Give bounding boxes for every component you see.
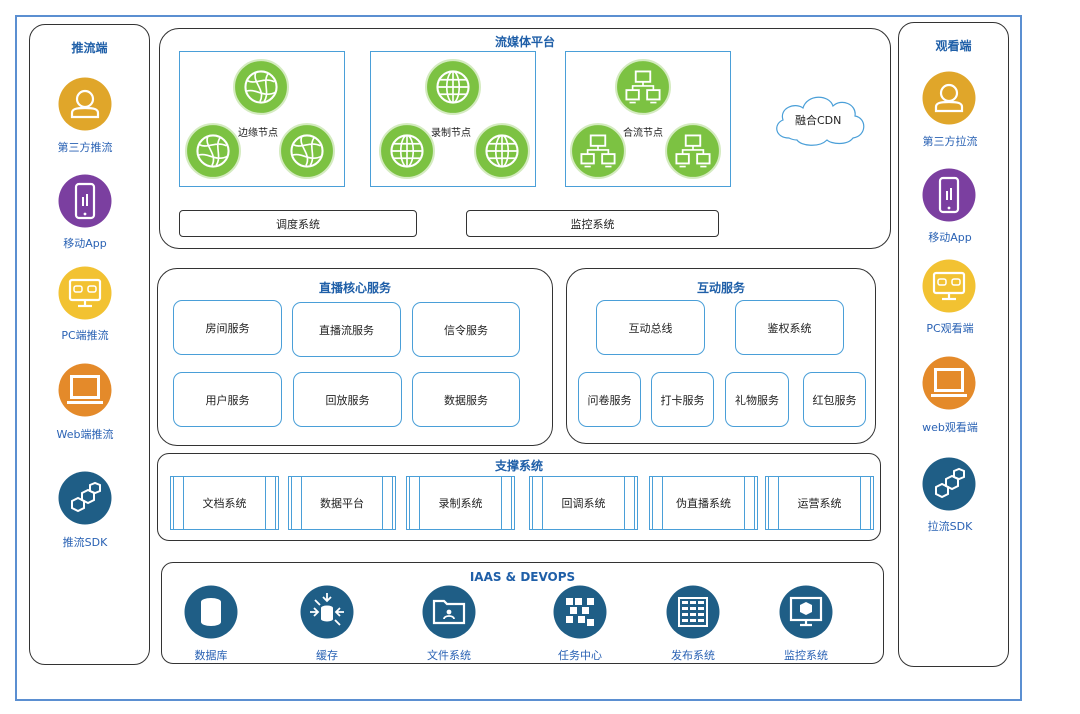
sdk-cubes-icon (922, 457, 976, 511)
cdn-cloud-icon (776, 96, 865, 146)
merge-node-label: 合流节点 (623, 128, 663, 139)
push-item-label: PC端推流 (61, 329, 109, 342)
monitor-icon (779, 585, 833, 639)
media-platform-title: 流媒体平台 (494, 35, 555, 49)
record-node-label: 录制节点 (431, 128, 471, 139)
iaas-item-label: 缓存 (316, 649, 338, 662)
pseudo-live-system-box: 伪直播系统 (649, 476, 758, 530)
view-side-title: 观看端 (935, 39, 972, 53)
checkin-service-box: 打卡服务 (651, 372, 714, 427)
iaas-item-label: 文件系统 (427, 649, 471, 662)
gift-service-box: 礼物服务 (725, 372, 789, 427)
view-item-label: 拉流SDK (927, 520, 973, 533)
view-item-label: 移动App (928, 231, 972, 244)
user-service-box: 用户服务 (173, 372, 282, 427)
cdn-label: 融合CDN (795, 114, 842, 127)
grid-globe-icon (379, 123, 435, 179)
edge-globe-icon (279, 123, 335, 179)
iaas-devops-panel: IAAS & DEVOPS (161, 562, 884, 664)
playback-service-box: 回放服务 (293, 372, 402, 427)
iaas-item-label: 监控系统 (784, 649, 828, 662)
iaas-item-label: 任务中心 (558, 649, 602, 662)
release-grid-icon (666, 585, 720, 639)
monitoring-system-box: 监控系统 (466, 210, 719, 237)
view-item-label: 第三方拉流 (922, 135, 978, 148)
mobile-phone-icon (922, 168, 976, 222)
push-item-label: 第三方推流 (57, 141, 113, 154)
push-item-label: Web端推流 (56, 428, 114, 441)
push-side-panel: 推流端 (29, 24, 150, 665)
doc-system-box: 文档系统 (170, 476, 279, 530)
interaction-bus-box: 互动总线 (596, 300, 705, 355)
iaas-item-label: 数据库 (194, 649, 228, 662)
room-service-box: 房间服务 (173, 300, 282, 355)
person-icon (58, 77, 112, 131)
operations-system-box: 运营系统 (765, 476, 874, 530)
auth-system-box: 鉴权系统 (735, 300, 844, 355)
support-systems-title: 支撑系统 (494, 459, 543, 473)
edge-globe-icon (233, 59, 289, 115)
live-stream-service-box: 直播流服务 (292, 302, 401, 357)
edge-globe-icon (185, 123, 241, 179)
scheduling-system-box: 调度系统 (179, 210, 417, 237)
push-side-title: 推流端 (71, 41, 108, 55)
laptop-icon (58, 363, 112, 417)
red-packet-service-box: 红包服务 (803, 372, 866, 427)
task-grid-icon (553, 585, 607, 639)
pc-monitor-icon (922, 259, 976, 313)
view-side-panel: 观看端 (898, 22, 1009, 667)
interactive-services-title: 互动服务 (696, 281, 745, 295)
iaas-item-label: 发布系统 (671, 649, 715, 662)
core-services-title: 直播核心服务 (318, 281, 391, 295)
laptop-icon (922, 356, 976, 410)
data-platform-box: 数据平台 (288, 476, 396, 530)
diagram-frame (15, 15, 1022, 701)
grid-globe-icon (474, 123, 530, 179)
callback-system-box: 回调系统 (529, 476, 638, 530)
grid-globe-icon (425, 59, 481, 115)
push-item-label: 推流SDK (62, 536, 108, 549)
recording-system-box: 录制系统 (406, 476, 515, 530)
iaas-devops-title: IAAS & DEVOPS (469, 570, 576, 584)
view-item-label: PC观看端 (926, 322, 974, 335)
pc-monitor-icon (58, 266, 112, 320)
network-computers-icon (615, 59, 671, 115)
view-item-label: web观看端 (922, 421, 978, 434)
survey-service-box: 问卷服务 (578, 372, 641, 427)
push-item-label: 移动App (63, 237, 107, 250)
edge-node-label: 边缘节点 (238, 128, 278, 139)
folder-icon (422, 585, 476, 639)
data-service-box: 数据服务 (412, 372, 520, 427)
sdk-cubes-icon (58, 471, 112, 525)
network-computers-icon (570, 123, 626, 179)
person-icon (922, 71, 976, 125)
signaling-service-box: 信令服务 (412, 302, 520, 357)
database-icon (184, 585, 238, 639)
cache-icon (300, 585, 354, 639)
mobile-phone-icon (58, 174, 112, 228)
network-computers-icon (665, 123, 721, 179)
